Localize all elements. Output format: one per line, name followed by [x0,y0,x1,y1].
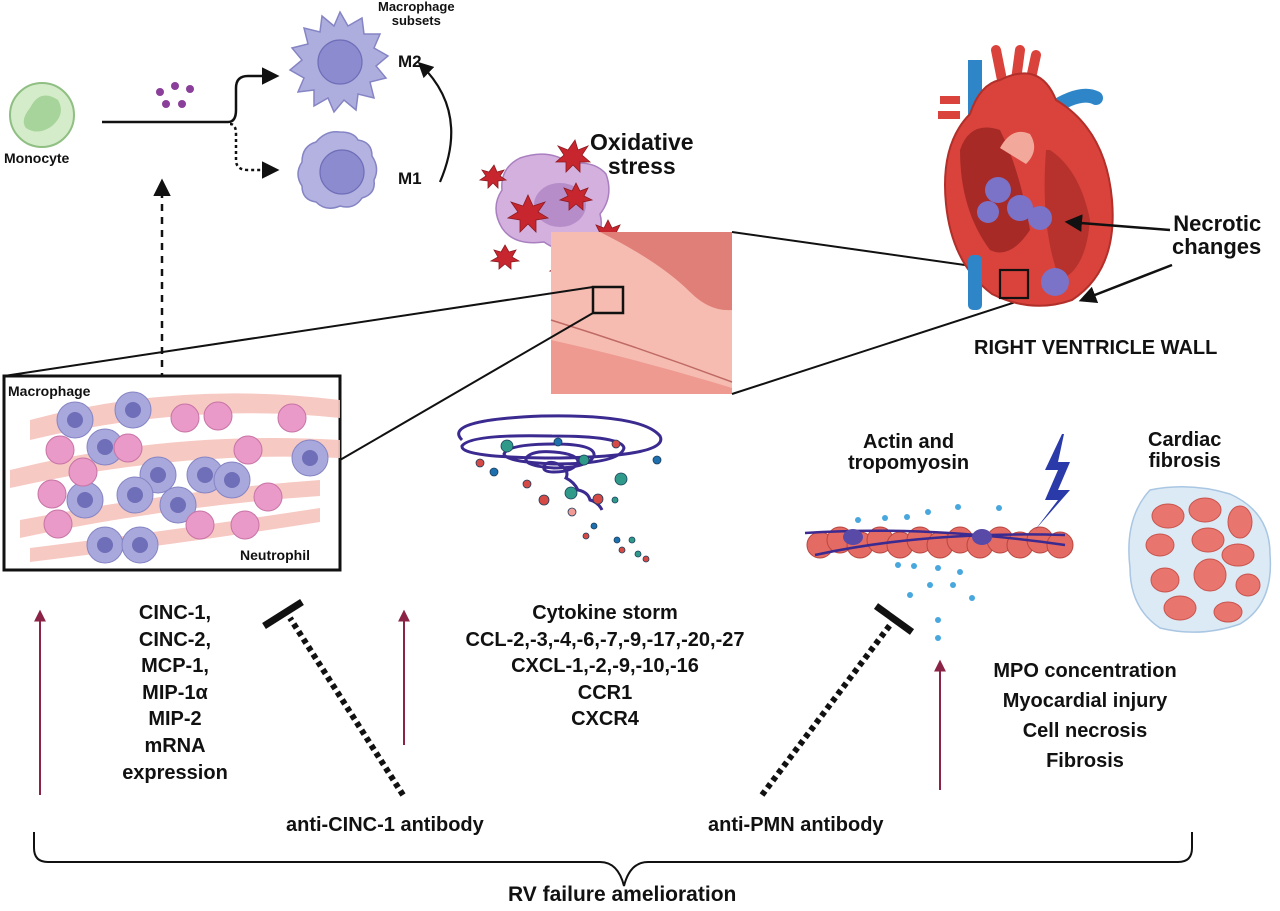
tissue-inset [2,374,342,572]
anti-cinc-antibody-label: anti-CINC-1 antibody [286,814,484,836]
cytokine-storm-tornado [457,414,663,563]
zoom-line [339,312,594,461]
monocyte-label: Monocyte [4,150,70,166]
rv-tissue-section [550,232,733,394]
zoom-line [731,231,1001,271]
necrotic-arrow-1 [1064,214,1171,232]
anti-pmn-inhibition [759,603,915,797]
m1-macrophage-cell [297,130,378,209]
m2-label: M2 [398,52,422,71]
monocyte-cell [9,82,75,148]
actin-tropomyosin-label: Actin and tropomyosin [848,431,970,474]
lightning-bolt-icon [1035,434,1070,530]
m2-arrow [102,67,280,124]
zoom-line [3,286,594,377]
heart-illustration [938,45,1114,310]
tissue-zoom-box [591,285,625,315]
necrotic-changes-label: Necrotic changes [1172,211,1262,260]
anti-cinc-inhibition [262,599,406,797]
m2-macrophage-cell [288,10,390,114]
cardiac-fibrosis-tissue [1128,486,1272,633]
outcome-bracket [33,832,1193,887]
oxidative-stress-label: Oxidative stress [590,129,694,180]
inset-neutrophil-label: Neutrophil [240,547,310,563]
m1-label: M1 [398,169,422,188]
macrophage-subsets-label: Macrophage subsets [378,0,455,28]
necrotic-arrow-2 [1078,263,1173,304]
outcome-label: RV failure amelioration [508,883,737,906]
actin-filament [804,504,1074,641]
inset-macrophage-label: Macrophage [8,383,91,399]
cytokine-storm-list: Cytokine storm CCL-2,-3,-4,-6,-7,-9,-17,… [465,602,745,731]
zoom-line [731,297,1029,395]
cardiac-fibrosis-label: Cardiac fibrosis [1148,429,1222,472]
right-ventricle-wall-label: RIGHT VENTRICLE WALL [974,337,1218,359]
m1-to-m2-arrow [417,61,453,183]
outcome-marker-list: MPO concentration Myocardial injury Cell… [993,660,1177,772]
cytokine-particles [156,82,194,108]
m1-arrow [229,122,280,179]
left-marker-list: CINC-1, CINC-2, MCP-1, MIP-1α MIP-2 mRNA… [122,602,228,784]
heart-zoom-box [998,268,1030,300]
anti-pmn-antibody-label: anti-PMN antibody [708,814,884,836]
